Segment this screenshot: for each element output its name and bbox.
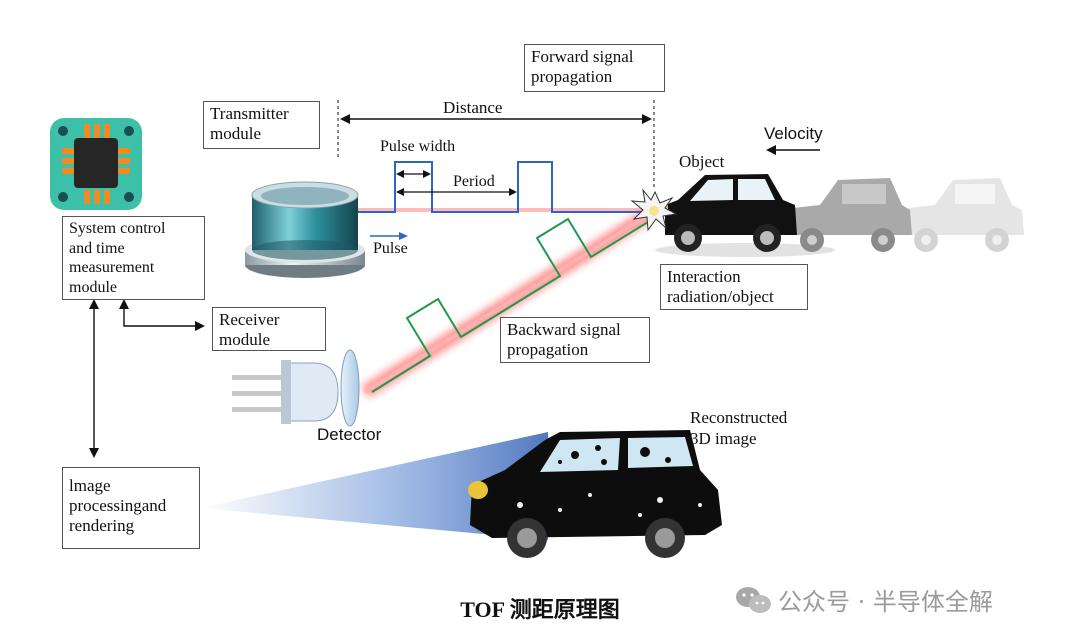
distance-label: Distance bbox=[443, 98, 503, 117]
system-control-box: System control and time measurement modu… bbox=[62, 216, 205, 300]
system-label-line2: and time bbox=[69, 239, 125, 257]
period-label: Period bbox=[453, 173, 495, 190]
system-label-line1: System control bbox=[69, 220, 166, 237]
receiver-label-line2: module bbox=[219, 330, 270, 349]
pulse-arrow bbox=[370, 232, 408, 240]
pulse-width-arrow bbox=[396, 170, 431, 178]
figure-caption: TOF 测距原理图 bbox=[460, 597, 620, 622]
forward-propagation-box: Forward signal propagation bbox=[524, 44, 665, 92]
object-label: Object bbox=[679, 152, 725, 171]
pulse-width-label: Pulse width bbox=[380, 138, 456, 155]
period-arrow bbox=[396, 188, 517, 196]
watermark-text: 公众号 · 半导体全解 bbox=[778, 588, 993, 616]
backward-label-line1: Backward signal bbox=[507, 320, 621, 339]
transmitter-icon bbox=[245, 181, 365, 278]
projection-cone bbox=[200, 432, 548, 540]
chip-icon bbox=[50, 118, 142, 210]
system-receiver-arrow bbox=[119, 299, 205, 331]
ghost-car-far bbox=[905, 178, 1024, 252]
detector-label: Detector bbox=[317, 425, 382, 444]
system-label-line4: module bbox=[69, 278, 117, 296]
velocity-label: Velocity bbox=[764, 124, 823, 143]
receiver-module-box: Receiver module bbox=[212, 307, 326, 351]
distance-arrow bbox=[340, 114, 652, 124]
forward-label-line1: Forward signal bbox=[531, 47, 634, 66]
backward-pulse-train bbox=[371, 217, 649, 393]
interaction-label-line2: radiation/object bbox=[667, 287, 774, 306]
transmitter-label-line2: module bbox=[210, 124, 261, 143]
detector-icon bbox=[232, 349, 360, 427]
interaction-label-line1: Interaction bbox=[667, 267, 741, 286]
interaction-burst-icon bbox=[630, 188, 678, 232]
wechat-icon bbox=[736, 587, 771, 613]
receiver-label-line1: Receiver bbox=[219, 310, 280, 329]
system-label-line3: measurement bbox=[69, 259, 155, 276]
reconstructed-car-icon bbox=[468, 430, 722, 558]
reconstructed-label-line1: Reconstructed bbox=[690, 408, 788, 427]
transmitter-module-box: Transmitter module bbox=[203, 101, 320, 149]
reconstructed-label-line2: 3D image bbox=[690, 429, 757, 448]
image-processing-box: lmage processingand rendering bbox=[62, 467, 200, 549]
forward-pulse-train bbox=[356, 161, 650, 213]
reconstructed-label: Reconstructed 3D image bbox=[690, 407, 787, 449]
car-shadow bbox=[655, 243, 835, 257]
ghost-car-near bbox=[790, 178, 912, 252]
forward-label-line2: propagation bbox=[531, 67, 613, 86]
backward-propagation-box: Backward signal propagation bbox=[500, 317, 650, 363]
backward-label-line2: propagation bbox=[507, 340, 589, 359]
image-processing-line2: processingand bbox=[69, 496, 167, 515]
interaction-box: Interaction radiation/object bbox=[660, 264, 808, 310]
system-image-arrow bbox=[89, 299, 99, 458]
transmitter-label-line1: Transmitter bbox=[210, 104, 289, 123]
car-icon bbox=[660, 174, 797, 252]
image-processing-line3: rendering bbox=[69, 516, 135, 535]
image-processing-line1: lmage bbox=[69, 476, 111, 495]
pulse-label: Pulse bbox=[373, 240, 408, 257]
velocity-arrow bbox=[766, 145, 820, 155]
